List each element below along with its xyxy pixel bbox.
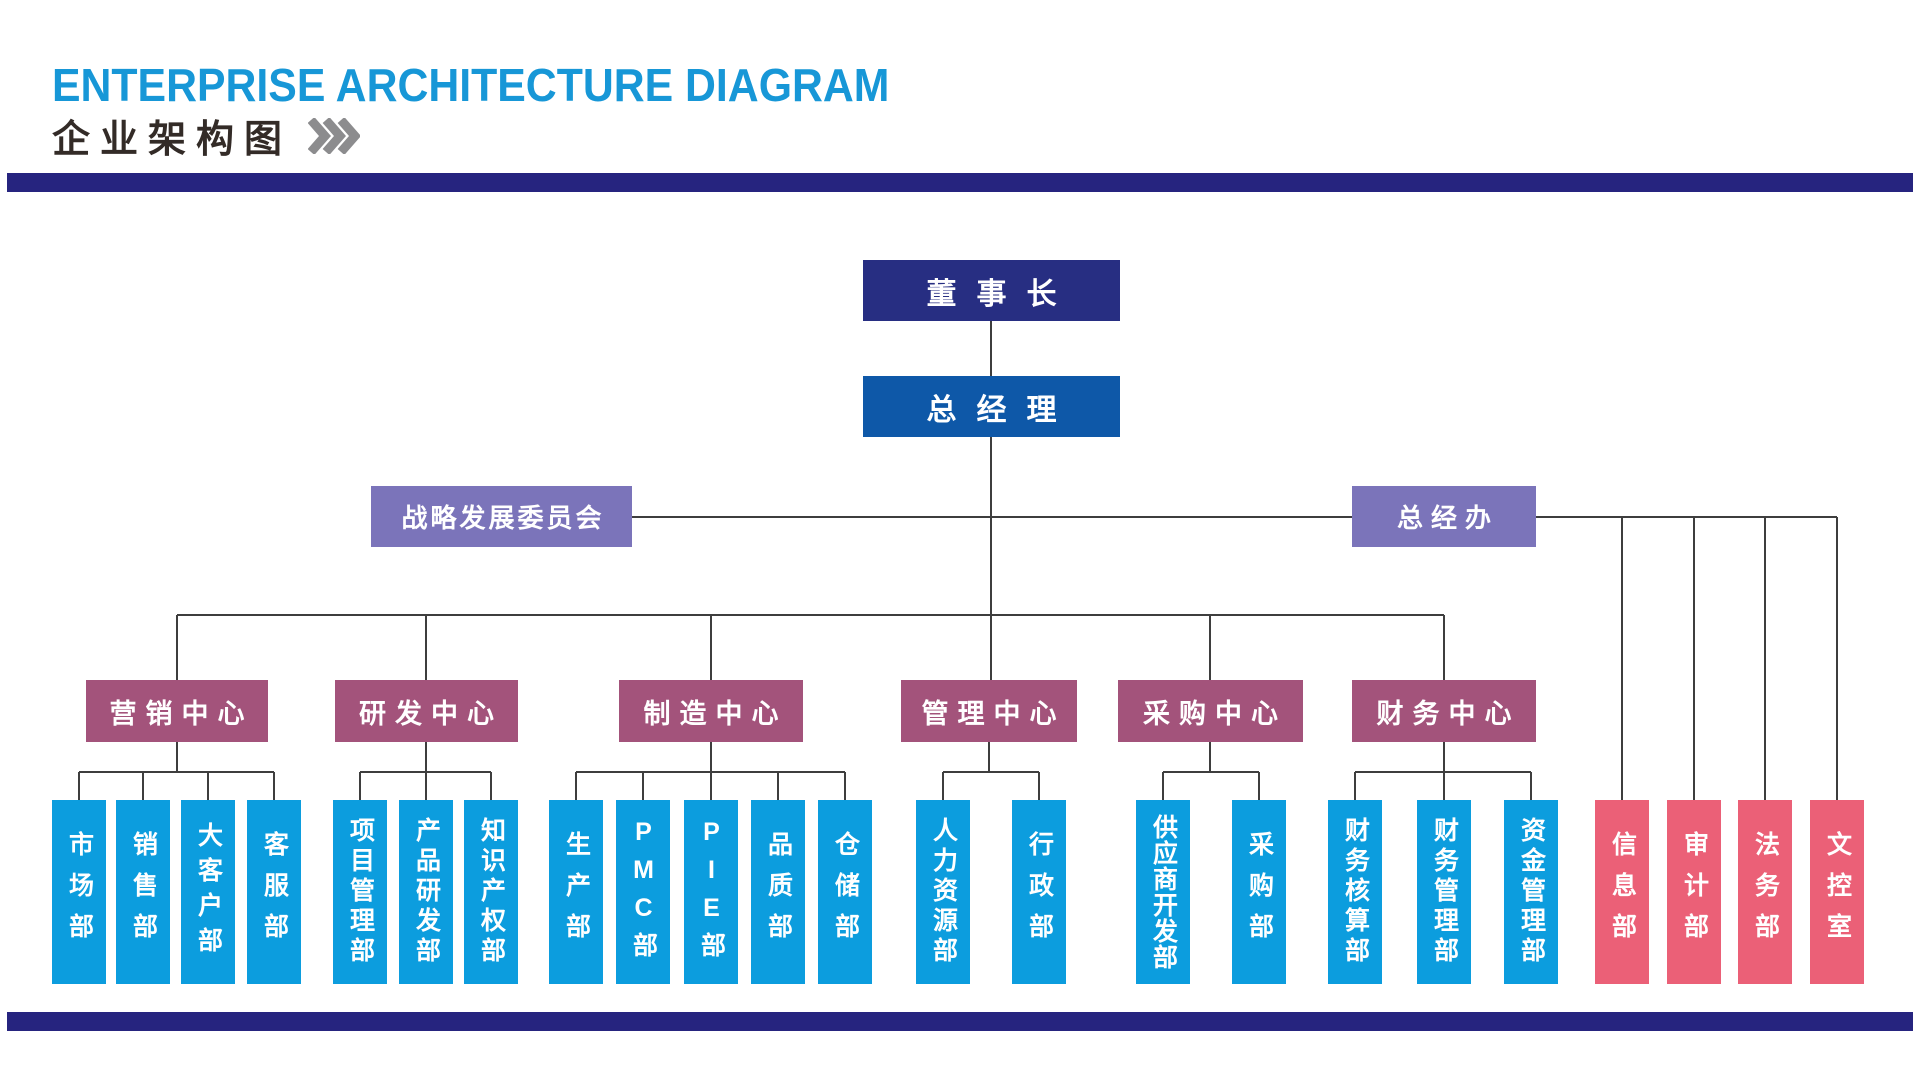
dept-box-legal: 法务部 [1738, 800, 1792, 984]
dept-box-ip: 知识产权部 [464, 800, 518, 984]
dept-box-customer-service: 客服部 [247, 800, 301, 984]
general-manager-box: 总经理 [863, 376, 1120, 437]
dept-box-quality: 品质部 [751, 800, 805, 984]
dept-box-supplier-dev: 供应商开发部 [1136, 800, 1190, 984]
dept-box-sales: 销售部 [116, 800, 170, 984]
strategy-committee-box: 战略发展委员会 [371, 486, 632, 547]
page-title-english: ENTERPRISE ARCHITECTURE DIAGRAM [52, 59, 890, 111]
dept-box-product-rd: 产品研发部 [399, 800, 453, 984]
rd-center-box: 研发中心 [335, 680, 518, 742]
finance-center-box: 财务中心 [1352, 680, 1536, 742]
dept-box-pie: PIE部 [684, 800, 738, 984]
management-center-box: 管理中心 [901, 680, 1077, 742]
dept-box-pmc: PMC部 [616, 800, 670, 984]
chairman-box: 董事长 [863, 260, 1120, 321]
dept-box-doc-control: 文控室 [1810, 800, 1864, 984]
dept-box-key-account: 大客户部 [181, 800, 235, 984]
bottom-divider-bar [7, 1012, 1913, 1031]
marketing-center-box: 营销中心 [86, 680, 268, 742]
dept-box-treasury: 资金管理部 [1504, 800, 1558, 984]
dept-box-accounting: 财务核算部 [1328, 800, 1382, 984]
dept-box-audit: 审计部 [1667, 800, 1721, 984]
gm-office-box: 总经办 [1352, 486, 1536, 547]
dept-box-admin: 行政部 [1012, 800, 1066, 984]
triple-chevron-right-icon [308, 117, 361, 154]
manufacturing-center-box: 制造中心 [619, 680, 803, 742]
dept-box-information: 信息部 [1595, 800, 1649, 984]
page-title-chinese: 企业架构图 [52, 119, 293, 161]
dept-box-production: 生产部 [549, 800, 603, 984]
dept-box-purchasing: 采购部 [1232, 800, 1286, 984]
procurement-center-box: 采购中心 [1118, 680, 1303, 742]
dept-box-market: 市场部 [52, 800, 106, 984]
dept-box-project-mgmt: 项目管理部 [333, 800, 387, 984]
dept-box-hr: 人力资源部 [916, 800, 970, 984]
top-divider-bar [7, 173, 1913, 192]
dept-box-finance-mgmt: 财务管理部 [1417, 800, 1471, 984]
dept-box-warehouse: 仓储部 [818, 800, 872, 984]
page-title-chinese-row: 企业架构图 [52, 108, 361, 163]
